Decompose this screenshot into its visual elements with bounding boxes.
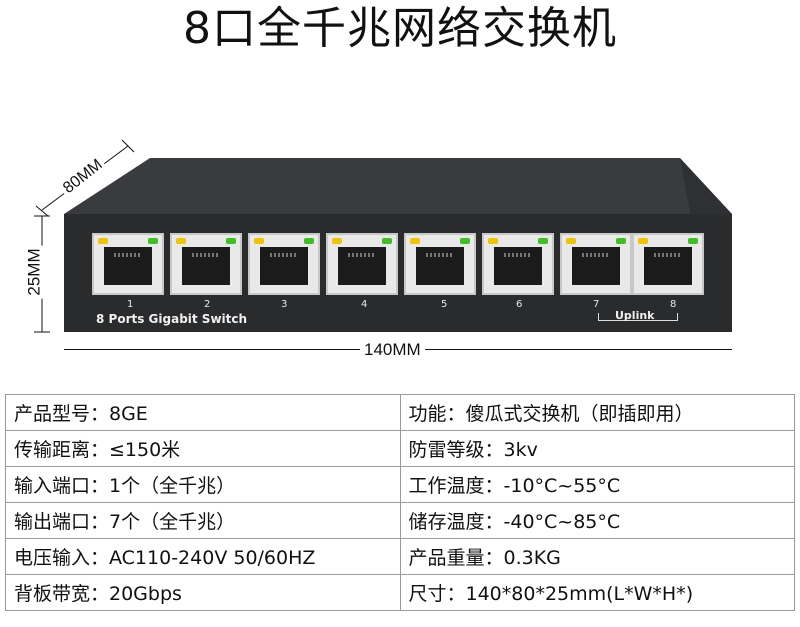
- table-row: 电压输入：AC110-240V 50/60HZ 产品重量：0.3KG: [5, 538, 795, 575]
- port-number: 2: [204, 299, 211, 310]
- spec-cell: 功能：傻瓜式交换机（即插即用）: [399, 394, 795, 431]
- activity-led-icon: [688, 238, 698, 244]
- spec-cell: 储存温度：-40°C~85°C: [399, 502, 795, 539]
- activity-led-icon: [148, 238, 158, 244]
- activity-led-icon: [460, 238, 470, 244]
- height-dimension-label: 25MM: [24, 245, 45, 299]
- spec-cell: 工作温度：-10°C~55°C: [399, 466, 795, 503]
- spec-cell: 背板带宽：20Gbps: [5, 574, 401, 611]
- ethernet-port-7: [560, 233, 632, 295]
- activity-led-icon: [538, 238, 548, 244]
- ethernet-port-4: [326, 233, 398, 295]
- device-label: 8 Ports Gigabit Switch: [96, 312, 248, 326]
- link-led-icon: [98, 238, 108, 244]
- port-number: 6: [516, 299, 523, 310]
- spec-cell: 产品重量：0.3KG: [399, 538, 795, 575]
- spec-cell: 产品型号：8GE: [5, 394, 401, 431]
- port-number: 3: [281, 299, 288, 310]
- link-led-icon: [638, 238, 648, 244]
- table-row: 产品型号：8GE 功能：傻瓜式交换机（即插即用）: [5, 394, 795, 431]
- spec-cell: 尺寸：140*80*25mm(L*W*H*): [399, 574, 795, 611]
- width-dimension-label: 140MM: [360, 340, 425, 360]
- link-led-icon: [488, 238, 498, 244]
- uplink-bracket: [598, 313, 678, 321]
- link-led-icon: [566, 238, 576, 244]
- spec-cell: 输入端口：1个（全千兆）: [5, 466, 401, 503]
- port-number: 1: [127, 299, 134, 310]
- uplink-label: Uplink: [615, 309, 655, 322]
- activity-led-icon: [304, 238, 314, 244]
- spec-cell: 电压输入：AC110-240V 50/60HZ: [5, 538, 401, 575]
- spec-cell: 输出端口：7个（全千兆）: [5, 502, 401, 539]
- port-number: 8: [670, 299, 677, 310]
- page-title: 8口全千兆网络交换机: [183, 3, 617, 54]
- spec-cell: 防雷等级：3kv: [399, 430, 795, 467]
- ethernet-port-2: [170, 233, 242, 295]
- link-led-icon: [332, 238, 342, 244]
- link-led-icon: [254, 238, 264, 244]
- ethernet-port-3: [248, 233, 320, 295]
- table-row: 背板带宽：20Gbps 尺寸：140*80*25mm(L*W*H*): [5, 574, 795, 611]
- ethernet-port-8: [632, 233, 704, 295]
- table-row: 传输距离：≤150米 防雷等级：3kv: [5, 430, 795, 467]
- spec-table: 产品型号：8GE 功能：傻瓜式交换机（即插即用） 传输距离：≤150米 防雷等级…: [5, 394, 795, 611]
- activity-led-icon: [226, 238, 236, 244]
- activity-led-icon: [382, 238, 392, 244]
- port-row: [92, 233, 704, 295]
- link-led-icon: [410, 238, 420, 244]
- link-led-icon: [176, 238, 186, 244]
- activity-led-icon: [616, 238, 626, 244]
- ethernet-port-6: [482, 233, 554, 295]
- ethernet-port-5: [404, 233, 476, 295]
- ethernet-port-1: [92, 233, 164, 295]
- table-row: 输出端口：7个（全千兆） 储存温度：-40°C~85°C: [5, 502, 795, 539]
- switch-illustration: 1 2 3 4 5 6 7 8 Uplink 8 Ports Gigabit S…: [34, 139, 732, 333]
- port-number: 7: [593, 299, 600, 310]
- port-number: 5: [441, 299, 448, 310]
- table-row: 输入端口：1个（全千兆） 工作温度：-10°C~55°C: [5, 466, 795, 503]
- port-number: 4: [361, 299, 368, 310]
- spec-cell: 传输距离：≤150米: [5, 430, 401, 467]
